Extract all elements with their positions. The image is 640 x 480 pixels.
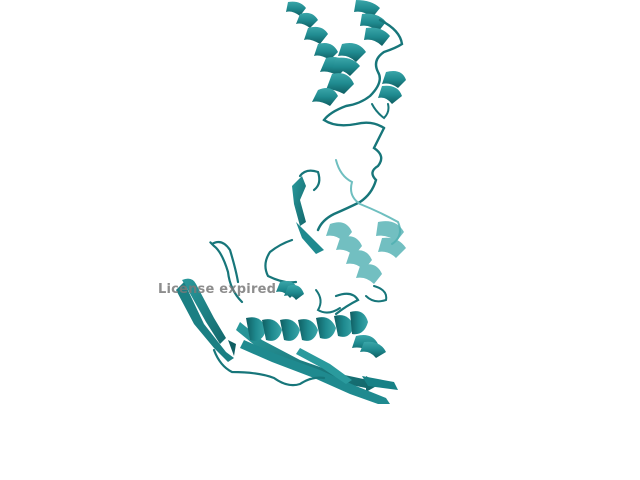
loop-lower-1 bbox=[212, 348, 326, 387]
beta-strand-top bbox=[292, 176, 306, 226]
loop-lower-4 bbox=[365, 285, 388, 303]
helix-lower-right bbox=[352, 335, 386, 358]
loop-upper-3 bbox=[371, 103, 390, 120]
helix-main-lower bbox=[246, 311, 368, 341]
loop-upper-1 bbox=[322, 18, 404, 130]
lower-domain bbox=[176, 159, 406, 404]
beta-sheet-lower bbox=[236, 322, 398, 404]
beta-hairpin-left bbox=[176, 278, 236, 362]
beta-strand-top-arrow bbox=[296, 222, 324, 254]
loop-upper-2 bbox=[316, 126, 386, 232]
upper-helix-domain bbox=[286, 0, 406, 232]
helix-central-back bbox=[326, 221, 406, 284]
helix-upper-right bbox=[332, 0, 390, 76]
loop-lower-3 bbox=[315, 289, 341, 314]
loop-left bbox=[264, 238, 298, 284]
loop-left-2 bbox=[209, 240, 244, 304]
helix-small-right bbox=[378, 71, 406, 104]
helix-small-mid bbox=[276, 281, 304, 300]
loop-lower-2 bbox=[334, 292, 360, 316]
loop-top-left bbox=[298, 169, 321, 192]
